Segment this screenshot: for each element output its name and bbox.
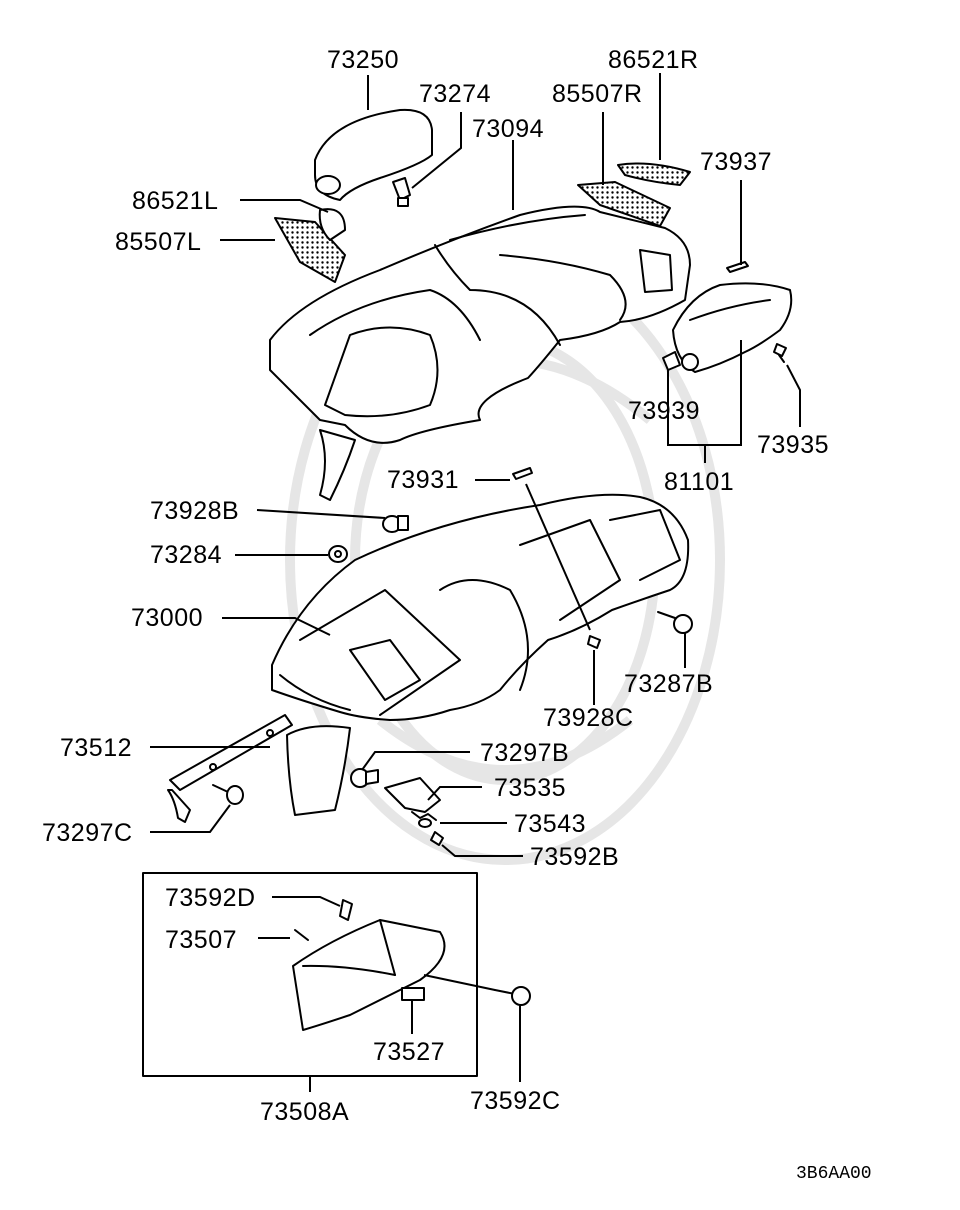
clip-73939 [662,351,681,371]
screw-73928C [587,635,601,649]
part-label-73592C: 73592C [470,1087,561,1115]
part-label-73928B: 73928B [150,497,240,525]
part-label-86521L: 86521L [132,187,219,215]
part-label-73937: 73937 [700,148,773,176]
part-label-73284: 73284 [150,541,223,569]
part-label-73508A: 73508A [260,1098,350,1126]
diagram-code: 3B6AA00 [796,1164,872,1184]
nut-73284 [328,545,348,563]
bolt-73297C [212,784,244,805]
part-label-73297C: 73297C [42,819,133,847]
clip-73937 [726,261,749,273]
fastener-73928B [382,515,409,533]
part-label-85507L: 85507L [115,228,202,256]
bracket-73512 [167,714,293,823]
part-label-86521R: 86521R [608,46,699,74]
part-label-73507: 73507 [165,926,238,954]
bolt-73287B [657,611,693,634]
part-label-73543: 73543 [514,810,587,838]
part-label-73592D: 73592D [165,884,256,912]
leader-lines [150,73,801,1092]
clip-73297B [350,768,379,788]
upper-dash-pad-73094 [269,205,691,501]
part-label-73000: 73000 [131,604,204,632]
part-label-73250: 73250 [327,46,400,74]
part-label-73287B: 73287B [624,670,714,698]
part-label-73094: 73094 [472,115,545,143]
clip-73274 [392,177,411,207]
part-label-81101: 81101 [664,468,735,496]
clip-73931 [512,467,533,480]
part-label-73274: 73274 [419,80,492,108]
grille-85507L [274,208,346,283]
part-label-73527: 73527 [373,1038,446,1066]
lid-73250 [314,108,433,201]
glovebox-group-73508A [142,872,478,1077]
cluster-bezel-81101 [672,282,793,373]
bolt-73592C [494,986,531,1006]
instrument-panel-73000 [271,493,690,816]
part-label-73931: 73931 [387,466,460,494]
part-label-85507R: 85507R [552,80,643,108]
part-label-73297B: 73297B [480,739,570,767]
bracket-73535 [384,777,441,813]
part-label-73535: 73535 [494,774,567,802]
part-label-73935: 73935 [757,431,830,459]
screw-73592B [430,831,444,846]
part-label-73939: 73939 [628,397,701,425]
spring-73543 [411,811,437,828]
part-label-73512: 73512 [60,734,133,762]
screw-73935 [773,343,787,363]
part-label-73592B: 73592B [530,843,620,871]
grille-85507R [577,162,691,227]
part-label-73928C: 73928C [543,704,634,732]
